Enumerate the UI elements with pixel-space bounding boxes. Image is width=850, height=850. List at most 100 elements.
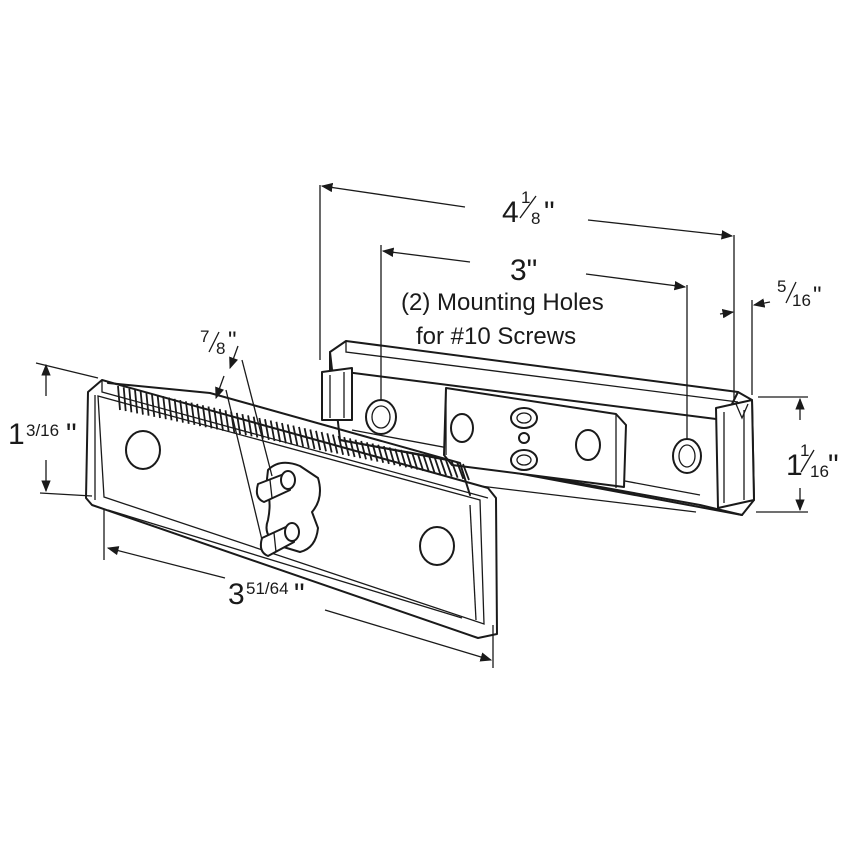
- dim-flange-num: 5: [777, 277, 786, 296]
- dim-term-num: 7: [200, 327, 209, 346]
- mounting-hole-left: [365, 399, 397, 435]
- lens-rib: [450, 461, 459, 479]
- dim-hole-spacing: 3": [510, 254, 537, 287]
- lens-rib: [168, 397, 173, 421]
- dim-base-den: 16: [810, 462, 829, 481]
- lens-rib: [388, 447, 396, 466]
- lens-rib: [320, 431, 327, 452]
- dim-term-unit: ": [228, 327, 237, 354]
- note-line-1: (2) Mounting Holes: [401, 289, 604, 316]
- dim-lens-length: 3 51/64 ": [228, 578, 305, 611]
- dim-overall-den: 8: [531, 209, 540, 228]
- lens-rib: [145, 392, 150, 416]
- lens-rib: [292, 425, 299, 446]
- terminal-pin-top: [255, 470, 296, 503]
- lens-hole-left: [125, 430, 161, 470]
- lens-rib: [218, 408, 224, 431]
- note-line-2: for #10 Screws: [416, 323, 576, 350]
- lens-rib: [366, 442, 373, 461]
- dim-overall-num: 1: [521, 188, 530, 207]
- lens-rib: [433, 457, 442, 475]
- lens-rib: [258, 417, 264, 439]
- lens-rib: [360, 440, 367, 460]
- dim-overall-length: 4 1 8 ": [502, 188, 555, 229]
- dim-base-num: 1: [800, 441, 809, 460]
- dim-lens-l-unit: ": [294, 578, 305, 611]
- lens-rib: [332, 434, 339, 454]
- dim-terminal-spacing: 7 8 ": [200, 327, 237, 358]
- lens-rib: [151, 393, 156, 417]
- lens-rib: [173, 398, 179, 422]
- dim-base-whole: 1: [786, 449, 803, 482]
- lens-rib: [456, 462, 465, 480]
- dim-term-den: 8: [216, 339, 225, 358]
- lens-rib: [439, 458, 447, 476]
- lens-rib: [235, 412, 241, 435]
- lens-rib: [298, 426, 304, 447]
- lens-rib: [371, 443, 379, 462]
- lens-rib: [190, 402, 196, 426]
- lens-rib: [286, 424, 293, 445]
- lens-rib: [179, 399, 184, 423]
- lens-rib: [156, 394, 161, 419]
- dim-flange-depth: 5 16 ": [777, 277, 822, 310]
- lens-rib: [349, 438, 356, 458]
- terminal-pin-bottom: [259, 522, 300, 557]
- dim-flange-unit: ": [813, 282, 822, 309]
- lens-rib: [264, 419, 270, 440]
- dimension-lines: [35, 182, 808, 668]
- lens-rib: [122, 387, 127, 412]
- lens-rib: [162, 396, 167, 420]
- lens-rib: [354, 439, 362, 459]
- lens-rib: [343, 436, 350, 457]
- dim-base-height: 1 1 16 ": [786, 441, 839, 482]
- lens-rib: [117, 385, 121, 411]
- dim-lens-l-frac: 51/64: [246, 579, 289, 598]
- lens-rib: [201, 405, 207, 428]
- lens-rib: [139, 391, 144, 415]
- mounting-base: [321, 340, 755, 516]
- lens-rib: [337, 435, 344, 456]
- lens-rib: [134, 389, 139, 414]
- dim-base-unit: ": [828, 449, 839, 482]
- lens-rib: [247, 415, 253, 437]
- dim-flange-den: 16: [792, 291, 811, 310]
- lens-rib: [399, 449, 407, 468]
- lens-rib: [411, 452, 419, 470]
- lens-rib: [382, 445, 390, 465]
- lens-hole-right: [419, 526, 455, 566]
- lens-rib: [405, 450, 413, 469]
- lens-rib: [462, 463, 470, 481]
- lens-rib: [207, 406, 213, 429]
- dim-lens-h-unit: ": [66, 418, 77, 451]
- lens-housing: [85, 379, 498, 639]
- dim-lens-l-whole: 3: [228, 578, 245, 611]
- dim-lens-height: 1 3/16 ": [8, 418, 77, 451]
- lens-rib: [315, 430, 322, 451]
- lens-rib: [196, 403, 201, 427]
- terminal-sockets: [510, 407, 538, 471]
- lens-rib: [377, 444, 385, 464]
- lens-rib: [428, 456, 436, 474]
- lens-rib: [269, 420, 276, 442]
- lens-rib: [309, 429, 316, 450]
- lens-rib: [416, 453, 425, 472]
- lens-rib: [128, 388, 133, 413]
- dim-lens-h-whole: 1: [8, 418, 25, 451]
- dim-overall-whole: 4: [502, 196, 519, 229]
- lens-rib: [224, 410, 230, 432]
- lens-rib: [303, 428, 310, 449]
- lens-rib: [275, 421, 282, 443]
- mounting-hole-right: [672, 438, 702, 474]
- lens-rib: [422, 454, 430, 473]
- lens-rib: [445, 459, 453, 477]
- lens-rib: [326, 433, 333, 453]
- lens-rib: [185, 401, 190, 424]
- lens-rib: [252, 416, 259, 438]
- lens-rib: [213, 407, 219, 430]
- dim-overall-unit: ": [544, 196, 555, 229]
- dim-lens-h-frac: 3/16: [26, 421, 59, 440]
- lens-rib: [241, 413, 247, 436]
- lens-rib: [281, 422, 287, 444]
